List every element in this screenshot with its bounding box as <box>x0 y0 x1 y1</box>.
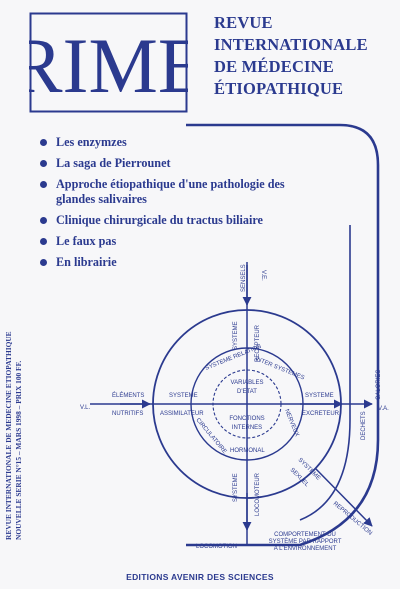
bullet-icon <box>40 139 47 146</box>
label-nutritifs: NUTRITIFS <box>112 411 143 417</box>
label-elements: ÉLÉMENTS <box>112 392 144 399</box>
label-sys-assim-2: ASSIMILATEUR <box>160 411 204 417</box>
outer-frame-arc <box>186 123 380 547</box>
label-sys-assim-1: SYSTEME <box>169 393 198 399</box>
label-calories: CALORIES <box>376 370 382 400</box>
label-comport-3: A L'ENVIRONNEMENT <box>274 546 337 552</box>
diagonal-arrow <box>314 467 373 527</box>
label-center-bottom-1: FONCTIONS <box>229 416 264 422</box>
bullet-icon <box>40 181 47 188</box>
label-ring-circ: CIRCULATOIRE <box>194 417 227 455</box>
label-center-top-1: VARIABLES <box>231 380 264 386</box>
label-sensels: SENSELS <box>241 264 247 292</box>
label-dechets: DECHETS <box>361 411 367 440</box>
contents-item: La saga de Pierrounet <box>40 156 290 171</box>
contents-item: En librairie <box>40 255 290 270</box>
label-sys-excr-1: SYSTEME <box>305 393 334 399</box>
label-ve: V.E. <box>260 270 266 281</box>
label-va: V.A. <box>378 406 389 412</box>
contents-item: Le faux pas <box>40 234 290 249</box>
contents-item: Approche étiopathique d'une pathologie d… <box>40 177 290 207</box>
label-center-top-2: D'ETAT <box>237 389 257 395</box>
contents-item: Clinique chirurgicale du tractus biliair… <box>40 213 290 228</box>
label-center-bottom-2: INTERNES <box>232 425 262 431</box>
bullet-icon <box>40 217 47 224</box>
title-line-3: DE MÉDECINE <box>214 57 335 76</box>
label-sys-loco-1: SYSTEME <box>233 473 239 502</box>
bullet-icon <box>40 259 47 266</box>
title-line-1: REVUE <box>214 13 273 32</box>
label-sys-excr-2: EXCRETEUR <box>302 411 340 417</box>
title-line-2: INTERNATIONALE <box>214 35 368 54</box>
journal-title: REVUE INTERNATIONALE DE MÉDECINE ÉTIOPAT… <box>214 12 394 100</box>
label-ring-nerveux: NERVEUX <box>283 409 299 438</box>
label-vl: V.L. <box>80 405 90 411</box>
publisher-footer: EDITIONS AVENIR DES SCIENCES <box>126 572 274 582</box>
bullet-icon <box>40 238 47 245</box>
label-sys-recep-1: SYSTEME <box>233 321 239 350</box>
rime-logo: RIME <box>29 12 188 113</box>
label-comport-2: SYSTÈME PAR RAPPORT <box>269 538 342 545</box>
label-sys-recep-2: RECEPTEUR <box>255 324 261 362</box>
label-ring-hormonal: HORMONAL <box>230 448 265 454</box>
label-sys-loco-2: LOCOMOTEUR <box>255 472 261 516</box>
label-ring-inter: INTER SYSTEMES <box>254 356 305 381</box>
contents-item: Les enzymzes <box>40 135 290 150</box>
label-comport-1: COMPORTEMENT DU <box>274 532 336 538</box>
logo-text: RIME <box>29 22 188 109</box>
contents-list: Les enzymzes La saga de Pierrounet Appro… <box>40 135 290 276</box>
bullet-icon <box>40 160 47 167</box>
inner-frame-arc <box>299 225 351 521</box>
label-locomotion: LOCOMOTION <box>196 544 237 550</box>
title-line-4: ÉTIOPATHIQUE <box>214 79 344 98</box>
